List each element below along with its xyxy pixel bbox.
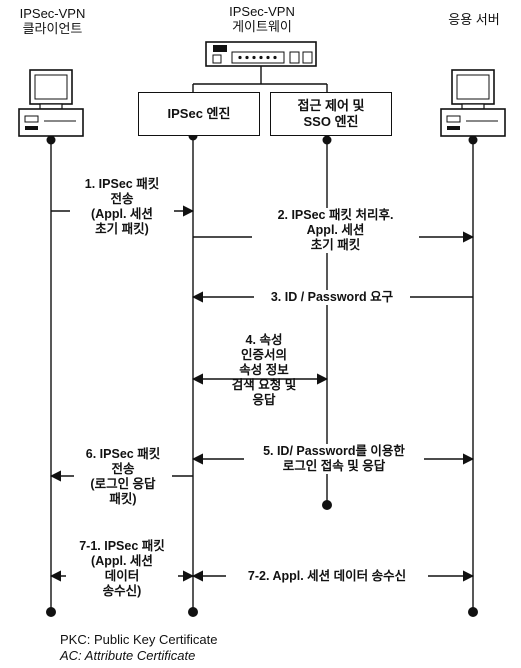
- sso-engine-lifeline-end-dot: [322, 500, 332, 510]
- client-computer-icon: [19, 70, 83, 136]
- ipsec-engine-lifeline-end-dot: [188, 607, 198, 617]
- gateway-device-icon: [193, 42, 327, 92]
- sso-engine-lifeline-top-dot: [323, 136, 332, 145]
- server-computer-icon: [441, 70, 505, 136]
- legend-ac: AC: Attribute Certificate: [60, 648, 195, 664]
- legend-pkc: PKC: Public Key Certificate: [60, 632, 218, 648]
- server-lifeline-end-dot: [468, 607, 478, 617]
- client-lifeline-top-dot: [47, 136, 56, 145]
- client-lifeline-end-dot: [46, 607, 56, 617]
- server-lifeline-top-dot: [469, 136, 478, 145]
- message-3-label: 3. ID / Password 요구: [254, 290, 410, 305]
- server-title: 응용 서버: [432, 12, 516, 27]
- message-7-2-label: 7-2. Appl. 세션 데이터 송수신: [226, 569, 428, 584]
- message-2-label: 2. IPSec 패킷 처리후.Appl. 세션 초기 패킷: [252, 208, 419, 253]
- ipsec-engine-box: IPSec 엔진: [138, 92, 260, 136]
